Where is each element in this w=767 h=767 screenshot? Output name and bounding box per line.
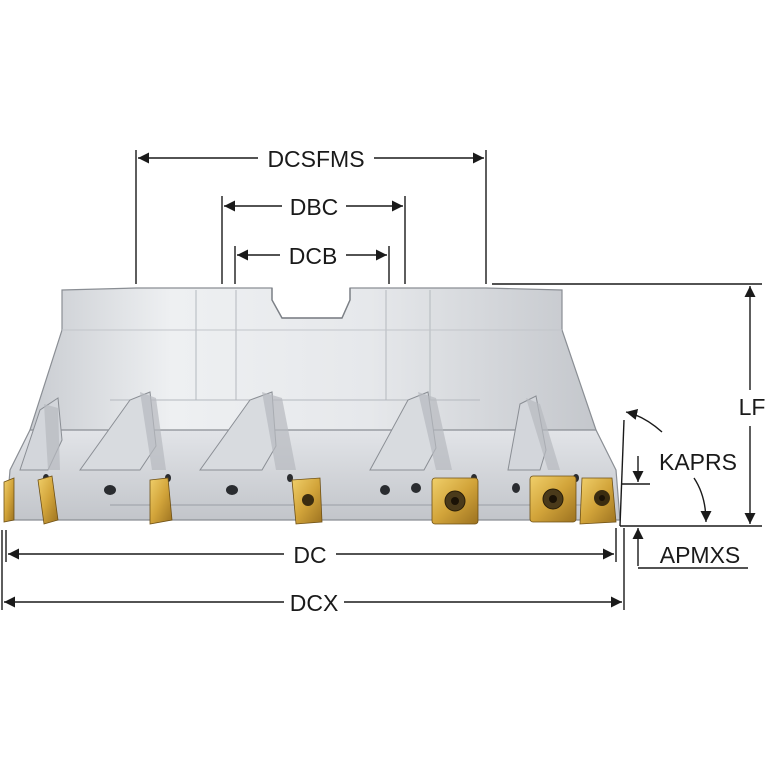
label-dcb: DCB [289,243,338,269]
insert-5 [431,477,479,525]
label-dc: DC [293,542,326,568]
insert-4 [291,477,323,525]
label-apmxs: APMXS [660,542,741,568]
insert-3 [149,477,173,525]
insert-6 [529,475,577,523]
insert-1 [3,477,15,523]
label-dcx: DCX [290,590,339,616]
cutting-inserts [3,475,617,525]
kaprs-arc-lower [693,477,712,523]
insert-2 [37,475,59,525]
kaprs-arc-upper [625,408,663,433]
drive-slot [271,288,351,319]
insert-7 [579,477,617,525]
dimension-annotations [1,150,762,610]
label-kaprs: KAPRS [659,449,737,475]
dimension-labels: DCSFMS DBC DCB LF KAPRS APMXS DC DCX [267,146,765,616]
label-dcsfms: DCSFMS [267,146,364,172]
label-lf: LF [739,394,766,420]
label-dbc: DBC [290,194,339,220]
